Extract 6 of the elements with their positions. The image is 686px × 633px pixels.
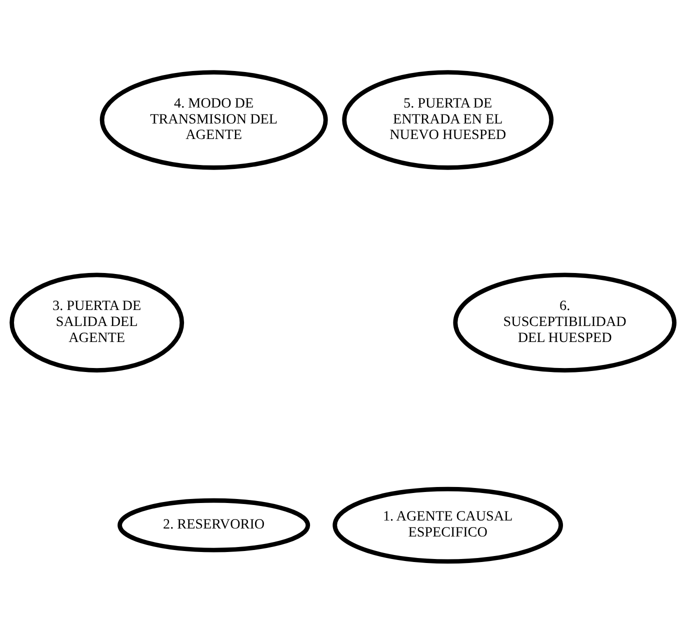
- node-ellipse: 3. PUERTA DE SALIDA DEL AGENTE: [10, 272, 184, 372]
- node-ellipse: 4. MODO DE TRANSMISION DEL AGENTE: [100, 70, 328, 170]
- node-ellipse: 1. AGENTE CAUSAL ESPECIFICO: [332, 486, 563, 564]
- node-ellipse: 5. PUERTA DE ENTRADA EN EL NUEVO HUESPED: [342, 70, 554, 170]
- node-ellipse: 6. SUSCEPTIBILIDAD DEL HUESPED: [453, 272, 676, 372]
- node-ellipse: 2. RESERVORIO: [118, 498, 310, 552]
